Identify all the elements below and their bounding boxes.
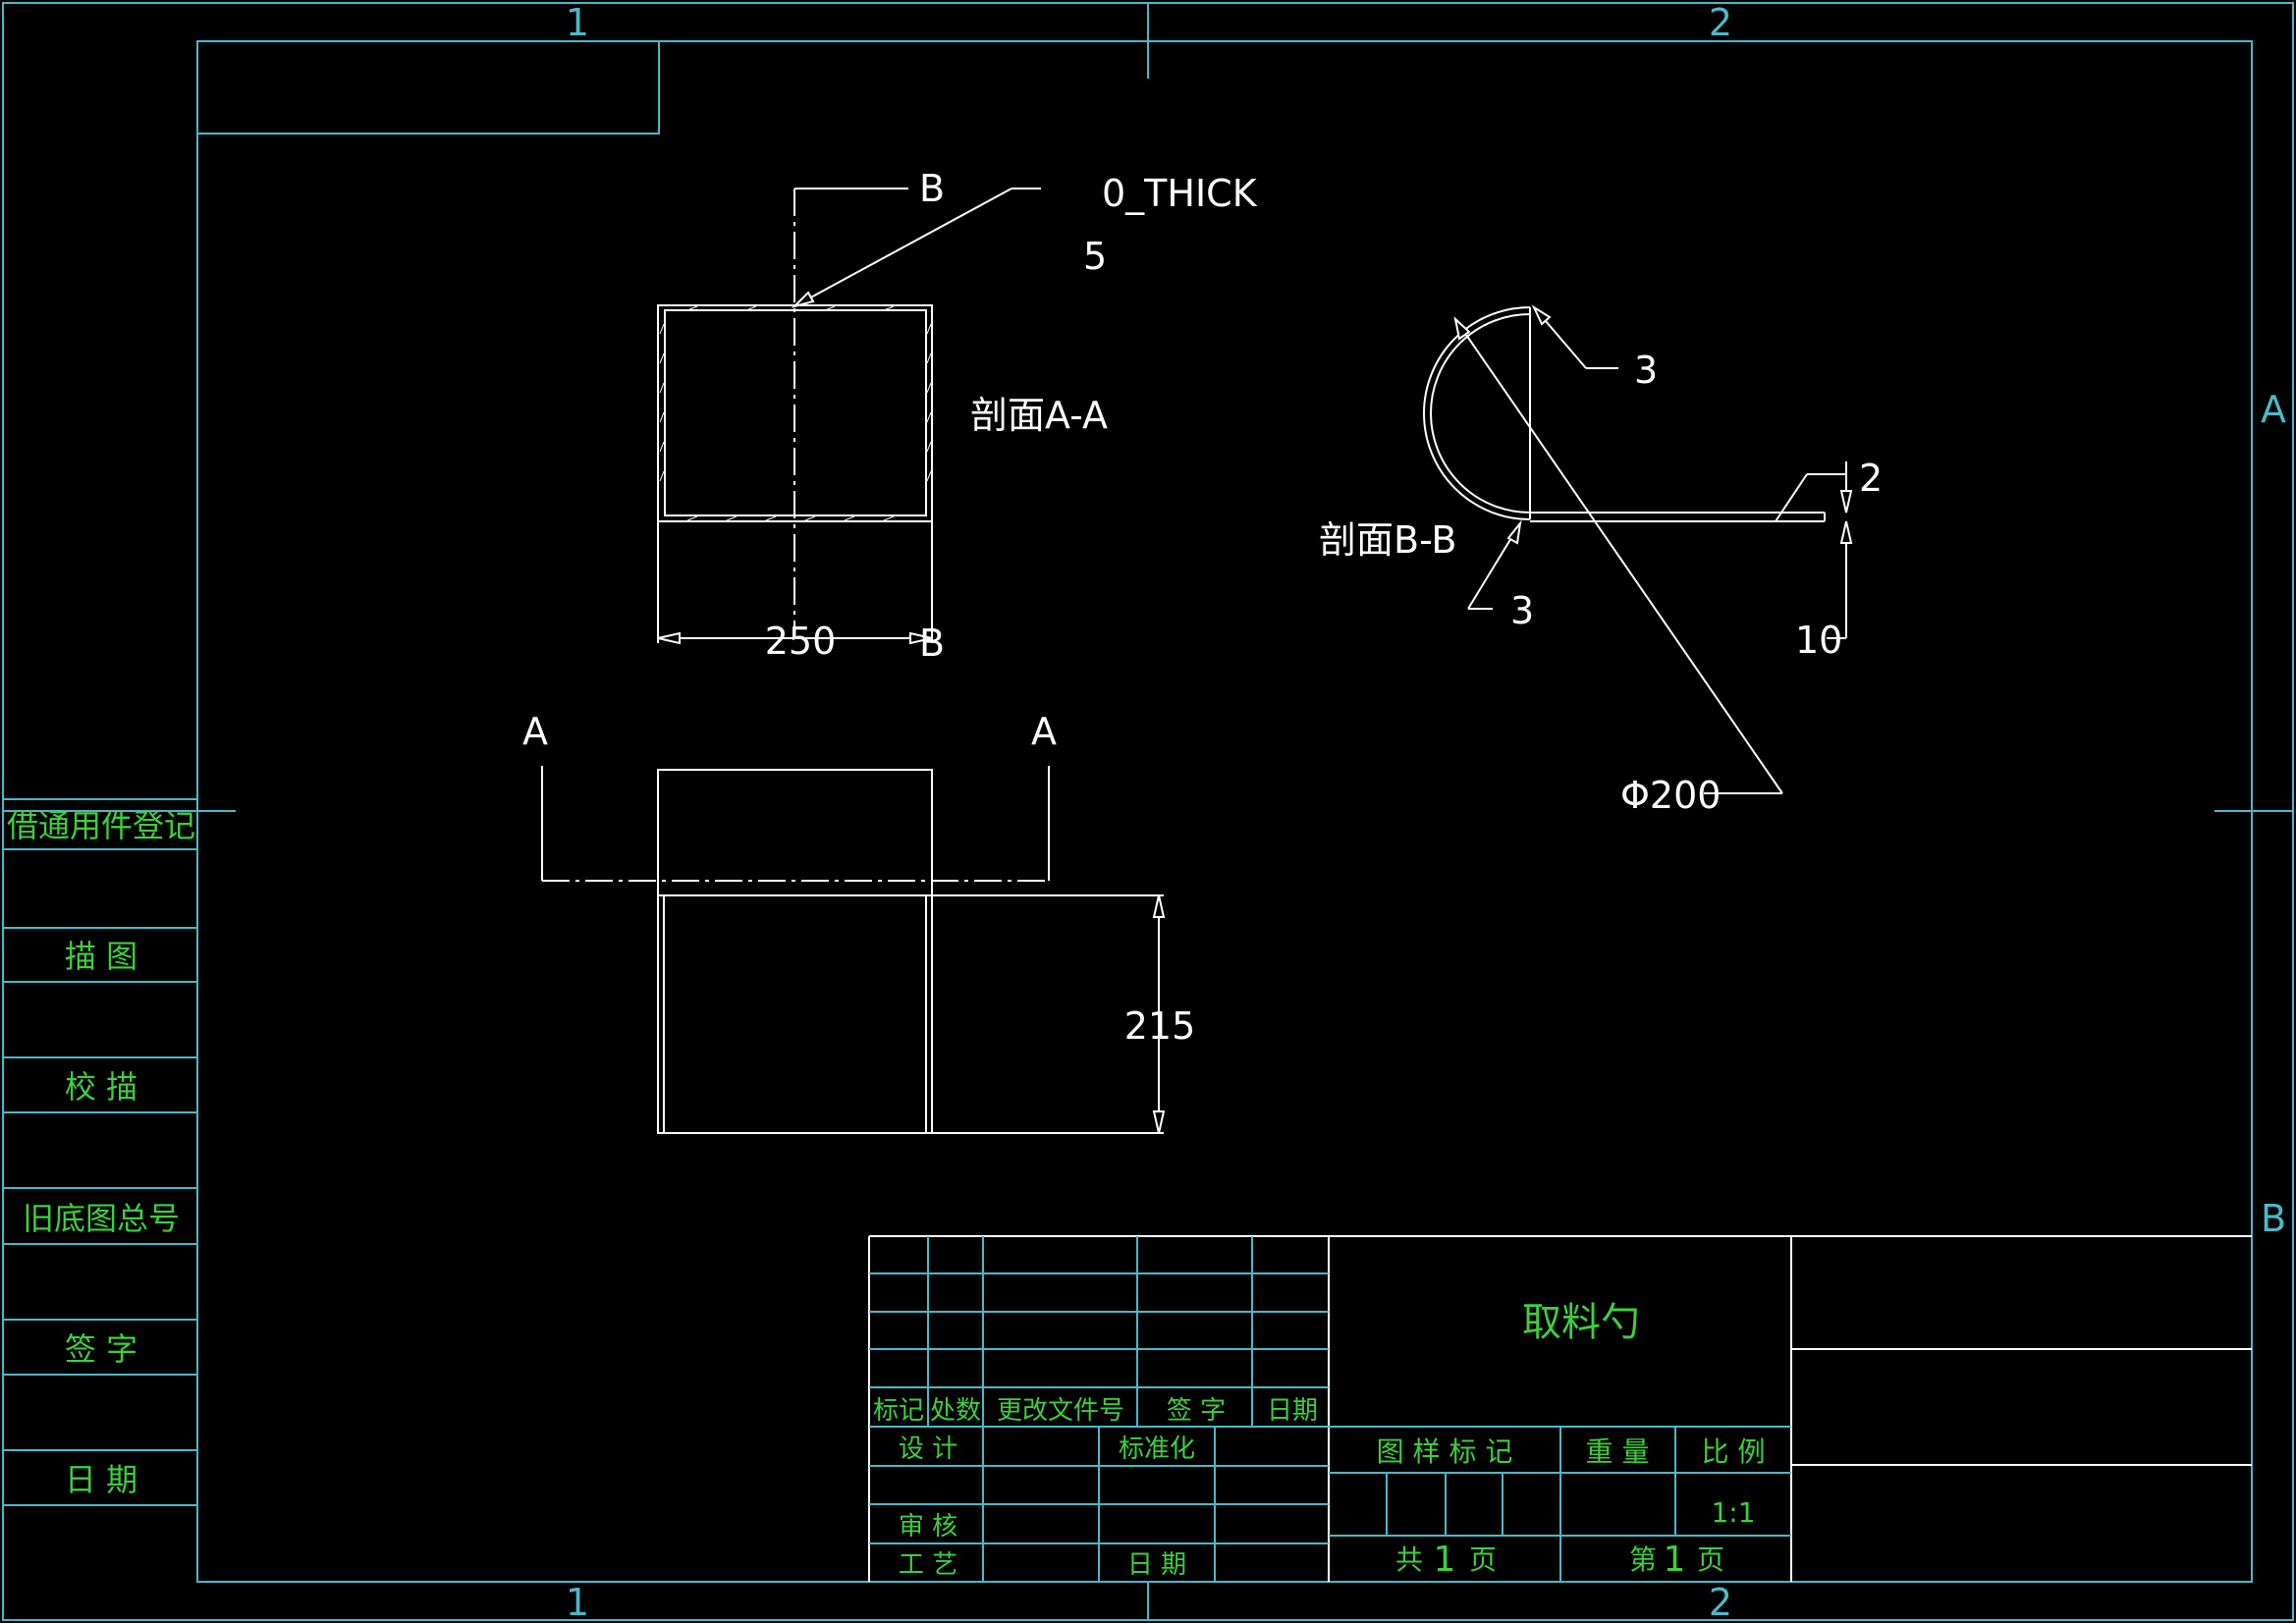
- dim-radius-top: 3: [1634, 349, 1658, 392]
- section-label-a-left: A: [522, 710, 548, 753]
- side-row-old-base-number: 旧底图总号: [23, 1200, 180, 1237]
- section-label-a-right: A: [1031, 710, 1057, 753]
- section-bb-view: 剖面B-B 3 3 2 10 Φ200: [1319, 304, 1883, 817]
- dim-diameter-200: Φ200: [1620, 774, 1721, 817]
- page-number-prefix: 第: [1629, 1543, 1657, 1576]
- side-row-tracing: 描 图: [65, 938, 137, 975]
- zone-label-right-A: A: [2261, 388, 2286, 431]
- label-section-aa: 剖面A-A: [970, 394, 1108, 437]
- side-row-signature: 签 字: [65, 1330, 137, 1368]
- label-process: 工 艺: [899, 1550, 957, 1580]
- dim-height-10: 10: [1795, 619, 1842, 662]
- label-weight: 重 量: [1586, 1435, 1650, 1468]
- hatch-pattern: [659, 305, 932, 521]
- label-date: 日 期: [1127, 1550, 1186, 1580]
- side-row-trace-check: 校 描: [65, 1068, 137, 1106]
- zone-label-right-B: B: [2261, 1197, 2286, 1240]
- page-number-value: 1: [1664, 1540, 1686, 1580]
- label-review: 审 核: [899, 1512, 957, 1542]
- side-row-loan-register: 借通用件登记: [7, 807, 195, 844]
- zone-label-top-2: 2: [1709, 1, 1732, 44]
- rev-header-signature: 签 字: [1167, 1396, 1226, 1426]
- zone-label-bottom-2: 2: [1709, 1581, 1732, 1623]
- dim-gap-2: 2: [1859, 457, 1883, 500]
- dim-radius-bottom: 3: [1510, 589, 1534, 632]
- label-scale: 比 例: [1702, 1435, 1766, 1468]
- rev-header-mark: 标记: [873, 1396, 924, 1426]
- value-scale: 1:1: [1711, 1496, 1755, 1529]
- total-pages-prefix: 共: [1395, 1543, 1423, 1576]
- label-design: 设 计: [899, 1434, 957, 1464]
- dim-width-250: 250: [765, 620, 837, 663]
- total-pages-suffix: 页: [1469, 1543, 1497, 1576]
- title-block: 标记 处数 更改文件号 签 字 日期 设 计 标准化 审 核 工 艺 日 期 取…: [868, 1235, 2252, 1582]
- zone-label-bottom-1: 1: [566, 1581, 589, 1623]
- label-pattern-mark: 图 样 标 记: [1377, 1435, 1513, 1468]
- total-pages-value: 1: [1434, 1540, 1456, 1580]
- side-registration-table: 借通用件登记 描 图 校 描 旧底图总号 签 字 日 期: [3, 798, 197, 1506]
- cut-label-b-top: B: [919, 167, 945, 210]
- zone-label-top-1: 1: [566, 1, 589, 44]
- thickness-note: 0_THICK: [1102, 172, 1258, 215]
- side-row-date: 日 期: [65, 1461, 137, 1498]
- label-section-bb: 剖面B-B: [1319, 518, 1457, 562]
- rev-header-date: 日期: [1267, 1396, 1318, 1426]
- part-name: 取料勺: [1522, 1300, 1640, 1345]
- page-number-suffix: 页: [1697, 1543, 1724, 1576]
- section-aa-view: 剖面A-A 250 B B 0_THICK 5: [657, 167, 1258, 665]
- dim-height-215: 215: [1124, 1004, 1196, 1048]
- rev-header-count: 处数: [930, 1396, 981, 1426]
- cut-label-b-bottom: B: [919, 622, 945, 665]
- front-view: A A 215: [522, 710, 1196, 1134]
- rev-header-doc-no: 更改文件号: [997, 1396, 1124, 1426]
- thickness-value: 5: [1083, 235, 1107, 278]
- label-standardization: 标准化: [1119, 1434, 1195, 1464]
